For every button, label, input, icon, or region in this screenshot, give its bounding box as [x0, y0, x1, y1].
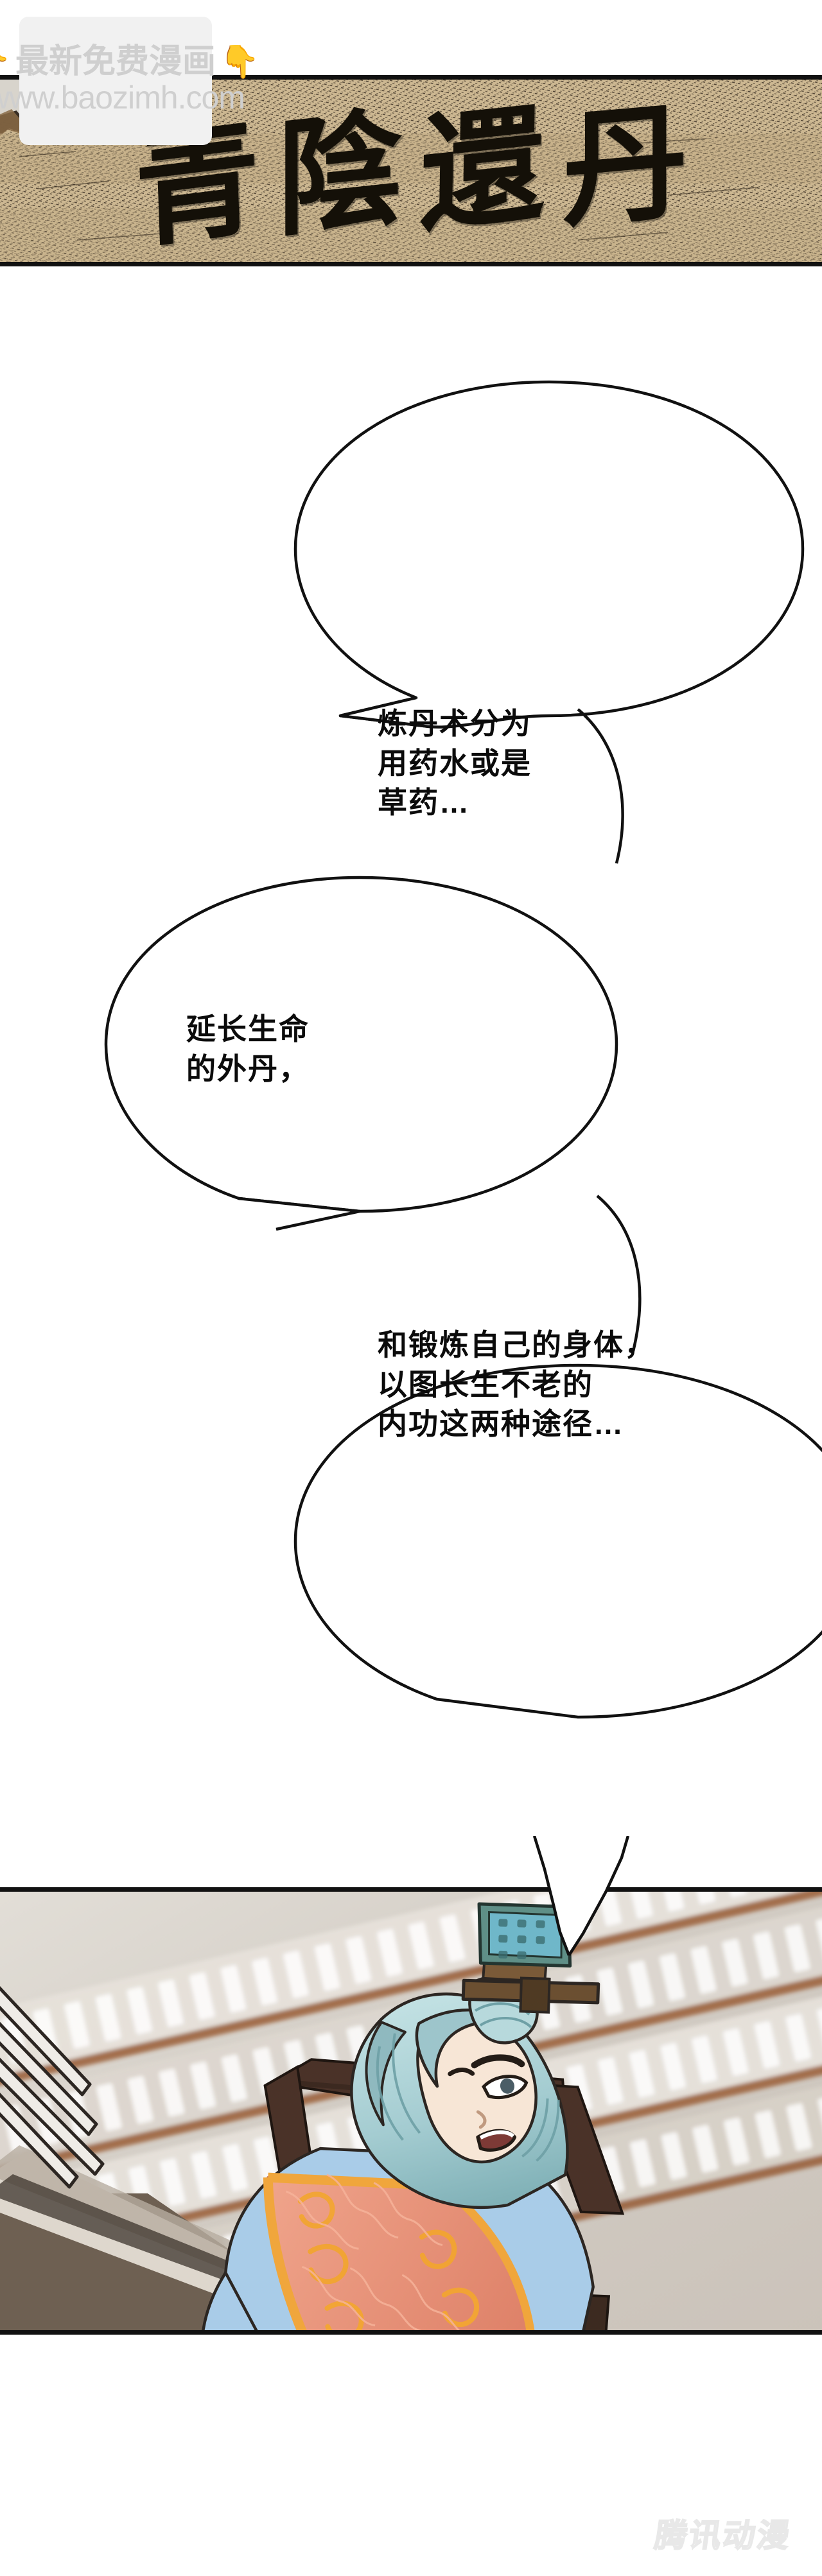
library-scene-illustration [0, 1892, 822, 2330]
site-watermark-badge: 👇 最新免费漫画 👇 www.baozimh.com [0, 17, 259, 145]
bubble-joint-1 [338, 696, 424, 728]
banner-rock-illustration [0, 80, 822, 262]
speech-bubble-second-text: 延长生命 的外丹， [186, 1012, 310, 1085]
pointing-down-hand-icon-left: 👇 [0, 46, 12, 78]
dialogue-white-gutter: 炼丹术分为 用药水或是 草药… 延长生命 的外丹， 和锻炼自己的身体， 以图长生… [0, 266, 822, 1887]
chapter-title-banner: 青 陰 還 丹 [0, 75, 822, 266]
bubble-connector-lower [596, 1195, 642, 1352]
bubble-connector-upper [577, 708, 624, 864]
pointing-down-hand-icon-right: 👇 [220, 44, 260, 80]
watermark-line-1: 👇 最新免费漫画 👇 [0, 45, 259, 78]
speech-bubble-third-shape [293, 1363, 822, 1719]
speech-bubbles-outlines [104, 380, 822, 1719]
tencent-comics-logo: 腾讯动漫 [652, 2516, 794, 2555]
speech-bubble-first-shape [293, 380, 805, 729]
watermark-url: www.baozimh.com [0, 80, 245, 116]
speech-bubble-first-text: 炼丹术分为 用药水或是 草药… [378, 707, 532, 820]
comic-art-panel-library-scene [0, 1887, 822, 2335]
speech-bubble-third-text: 和锻炼自己的身体， 以图长生不老的 内功这两种途径… [378, 1328, 655, 1441]
bubble-joint-2 [238, 1197, 362, 1231]
watermark-title: 最新免费漫画 [15, 43, 216, 81]
speech-bubble-second-shape [104, 876, 618, 1213]
